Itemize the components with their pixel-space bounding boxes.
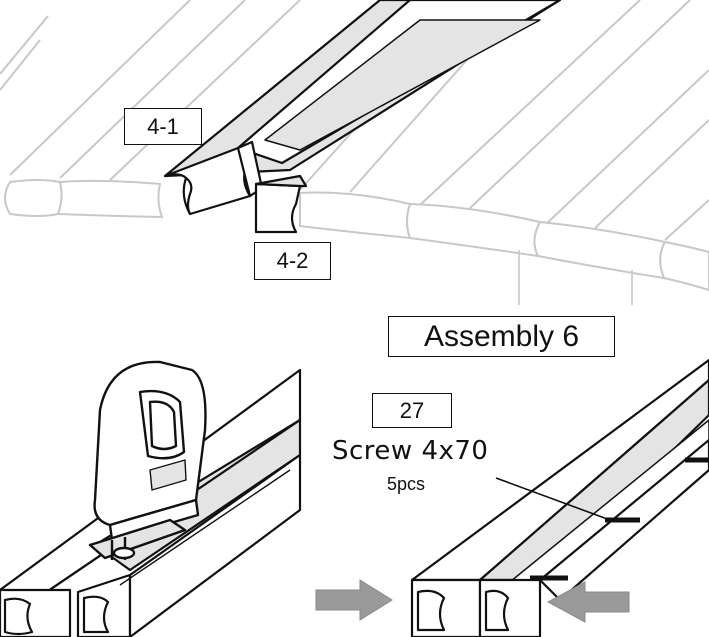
- roof-edge-profiles: [4, 179, 709, 292]
- screw-leader-line: [495, 477, 611, 521]
- push-arrow-right-icon: [315, 579, 393, 621]
- beam-4-1: [163, 0, 562, 216]
- bracket-4-2: [254, 174, 308, 234]
- screw-name: Screw 4x70: [332, 436, 489, 466]
- jigsaw-tool-icon: [88, 360, 207, 560]
- screw-marks: [530, 457, 709, 581]
- push-arrow-left-icon: [546, 581, 630, 623]
- part-label-4-1: 4-1: [124, 108, 202, 145]
- part-label-4-2: 4-2: [254, 242, 331, 280]
- roof-support-lines: [518, 250, 633, 305]
- screw-quantity: 5pcs: [387, 474, 426, 494]
- part-label-27: 27: [372, 393, 452, 428]
- assembly-title: Assembly 6: [388, 316, 615, 357]
